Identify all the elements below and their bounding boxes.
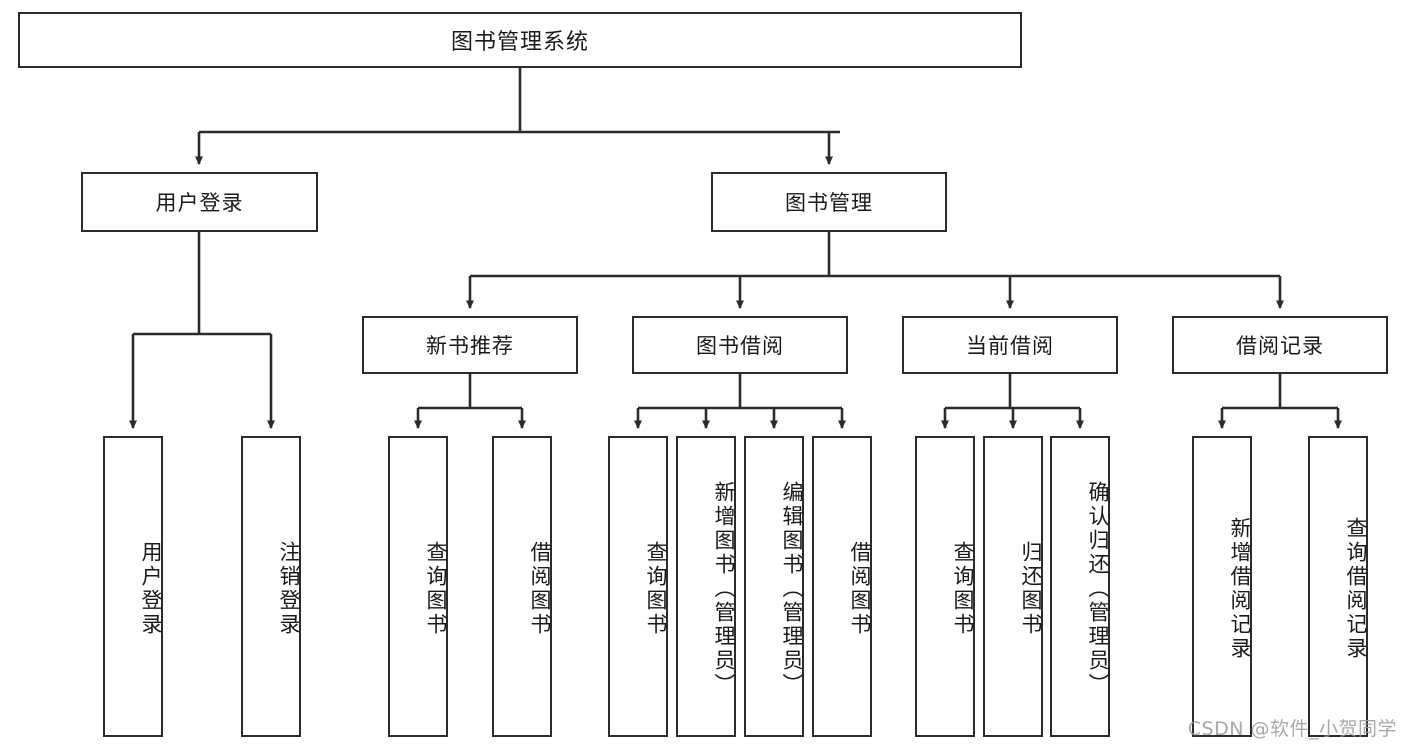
- leaf-return-book-label: 归还图书: [1019, 540, 1043, 637]
- node-book-management-label: 图书管理: [785, 191, 873, 215]
- leaf-query-book-borrow[interactable]: 查询图书: [608, 436, 668, 737]
- leaf-borrow-book-label: 借阅图书: [848, 540, 872, 637]
- node-current-borrow[interactable]: 当前借阅: [902, 316, 1118, 374]
- leaf-query-book-borrow-label: 查询图书: [644, 540, 668, 637]
- leaf-add-borrow-record[interactable]: 新增借阅记录: [1192, 436, 1252, 737]
- leaf-add-borrow-record-label: 新增借阅记录: [1228, 516, 1252, 661]
- leaf-query-borrow-record[interactable]: 查询借阅记录: [1308, 436, 1368, 737]
- leaf-return-book[interactable]: 归还图书: [983, 436, 1043, 737]
- node-user-login-label: 用户登录: [155, 191, 244, 215]
- node-current-borrow-label: 当前借阅: [966, 334, 1054, 358]
- leaf-query-book-recommend[interactable]: 查询图书: [388, 436, 448, 737]
- leaf-add-book-admin[interactable]: 新增图书（管理员）: [676, 436, 736, 737]
- node-book-borrow[interactable]: 图书借阅: [632, 316, 848, 374]
- node-new-book-recommend-label: 新书推荐: [426, 334, 514, 358]
- leaf-add-book-admin-label: 新增图书（管理员）: [712, 480, 736, 697]
- node-book-borrow-label: 图书借阅: [696, 334, 784, 358]
- leaf-logout-label: 注销登录: [277, 540, 301, 637]
- leaf-borrow-book-recommend-label: 借阅图书: [528, 540, 552, 637]
- leaf-query-book-current-label: 查询图书: [951, 540, 975, 637]
- node-user-login[interactable]: 用户登录: [81, 172, 318, 232]
- leaf-query-book-recommend-label: 查询图书: [424, 540, 448, 637]
- leaf-borrow-book-recommend[interactable]: 借阅图书: [492, 436, 552, 737]
- node-root[interactable]: 图书管理系统: [18, 12, 1022, 68]
- node-root-label: 图书管理系统: [450, 30, 589, 55]
- leaf-edit-book-admin-label: 编辑图书（管理员）: [780, 480, 804, 697]
- leaf-confirm-return-admin[interactable]: 确认归还（管理员）: [1050, 436, 1110, 737]
- csdn-watermark: CSDN @软件_小贺同学: [1187, 718, 1397, 740]
- leaf-query-borrow-record-label: 查询借阅记录: [1344, 516, 1368, 661]
- leaf-confirm-return-admin-label: 确认归还（管理员）: [1086, 480, 1110, 697]
- leaf-user-login-label: 用户登录: [139, 540, 163, 637]
- node-borrow-record-label: 借阅记录: [1236, 334, 1324, 358]
- leaf-edit-book-admin[interactable]: 编辑图书（管理员）: [744, 436, 804, 737]
- leaf-borrow-book[interactable]: 借阅图书: [812, 436, 872, 737]
- leaf-logout[interactable]: 注销登录: [241, 436, 301, 737]
- node-new-book-recommend[interactable]: 新书推荐: [362, 316, 578, 374]
- leaf-user-login[interactable]: 用户登录: [103, 436, 163, 737]
- node-borrow-record[interactable]: 借阅记录: [1172, 316, 1388, 374]
- node-book-management[interactable]: 图书管理: [711, 172, 947, 232]
- leaf-query-book-current[interactable]: 查询图书: [915, 436, 975, 737]
